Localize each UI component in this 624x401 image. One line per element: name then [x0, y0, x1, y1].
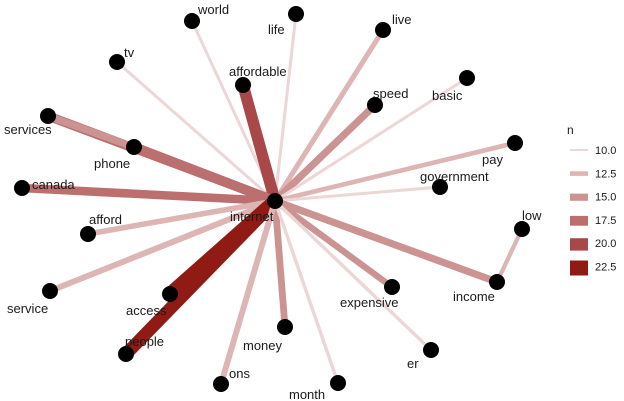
- legend-label-0: 10.0: [595, 145, 616, 157]
- node-label-expensive: expensive: [340, 295, 399, 310]
- edge-internet-government: [274, 185, 441, 203]
- legend-label-5: 22.5: [595, 262, 616, 274]
- node-tv: [109, 54, 125, 70]
- node-expensive: [384, 279, 400, 295]
- node-low: [514, 221, 530, 237]
- node-canada: [14, 180, 30, 196]
- edge-internet-live: [272, 28, 386, 203]
- legend-swatch-5: [570, 260, 588, 276]
- node-label-government: government: [420, 169, 489, 184]
- edge-internet-expensive: [273, 198, 394, 290]
- edge-internet-people: [121, 196, 280, 359]
- node-label-money: money: [243, 338, 283, 353]
- legend-title: n: [567, 123, 574, 137]
- node-label-month: month: [289, 387, 325, 401]
- node-month: [330, 375, 346, 391]
- node-live: [375, 22, 391, 38]
- node-afford: [80, 226, 96, 242]
- node-label-er: er: [407, 356, 419, 371]
- legend-label-3: 17.5: [595, 215, 616, 227]
- legend-swatch-4: [570, 238, 588, 251]
- legend-label-1: 12.5: [595, 168, 616, 180]
- edge-services-phone: [46, 112, 136, 151]
- node-label-services: services: [4, 122, 52, 137]
- node-label-ons: ons: [229, 366, 250, 381]
- node-label-people: people: [125, 334, 164, 349]
- edge-internet-service: [48, 198, 277, 294]
- node-internet: [267, 193, 283, 209]
- nodes-layer: [14, 6, 530, 392]
- node-people: [118, 346, 134, 362]
- node-service: [42, 283, 58, 299]
- node-label-life: life: [268, 22, 285, 37]
- node-life: [288, 6, 304, 22]
- node-income: [489, 274, 505, 290]
- edge-internet-pay: [274, 140, 516, 204]
- edge-internet-phone: [132, 142, 277, 206]
- node-affordable: [235, 77, 251, 93]
- legend-label-2: 15.0: [595, 192, 616, 204]
- node-label-basic: basic: [432, 88, 463, 103]
- labels-layer: internet world life live tv affordable speed ba…: [4, 2, 542, 401]
- node-label-income: income: [453, 289, 495, 304]
- edge-internet-life: [273, 13, 298, 202]
- node-label-internet: internet: [230, 209, 274, 224]
- legend-swatch-3: [570, 215, 588, 226]
- node-label-world: world: [197, 2, 229, 17]
- node-label-phone: phone: [94, 156, 130, 171]
- edge-income-low: [495, 228, 524, 283]
- node-speed: [367, 97, 383, 113]
- node-label-affordable: affordable: [229, 64, 287, 79]
- node-label-low: low: [522, 208, 542, 223]
- node-world: [184, 13, 200, 29]
- edge-internet-basic: [274, 76, 468, 203]
- edge-internet-er: [273, 199, 433, 352]
- node-money: [277, 319, 293, 335]
- legend-swatch-0: [570, 149, 588, 151]
- node-label-live: live: [392, 12, 412, 27]
- edges-layer: [21, 13, 524, 385]
- node-services: [40, 108, 56, 124]
- edge-internet-speed: [272, 102, 378, 204]
- edge-internet-money: [271, 200, 289, 328]
- edge-internet-canada: [21, 183, 276, 206]
- node-ons: [213, 376, 229, 392]
- edge-internet-income: [273, 197, 499, 286]
- node-label-tv: tv: [124, 45, 135, 60]
- node-label-speed: speed: [373, 86, 408, 101]
- node-label-canada: canada: [32, 177, 75, 192]
- edge-internet-tv: [116, 60, 276, 203]
- edge-internet-affordable: [237, 83, 281, 203]
- legend-swatch-2: [570, 193, 588, 201]
- edge-internet-ons: [218, 200, 278, 385]
- node-access: [162, 286, 178, 302]
- node-label-pay: pay: [482, 152, 503, 167]
- node-label-service: service: [7, 301, 48, 316]
- edge-internet-month: [273, 200, 340, 384]
- legend-swatch-1: [570, 171, 588, 176]
- node-phone: [126, 139, 142, 155]
- node-government: [432, 179, 448, 195]
- node-pay: [507, 135, 523, 151]
- node-label-access: access: [126, 303, 167, 318]
- legend-label-4: 20.0: [595, 238, 616, 250]
- node-er: [423, 342, 439, 358]
- node-label-afford: afford: [89, 212, 122, 227]
- node-basic: [459, 70, 475, 86]
- legend-entries: 10.0 12.5 15.0 17.5 20.0 22.5: [570, 145, 616, 276]
- edge-internet-afford: [87, 198, 276, 237]
- legend: n 10.0 12.5 15.0 17.5 20.0 22.5: [567, 123, 616, 276]
